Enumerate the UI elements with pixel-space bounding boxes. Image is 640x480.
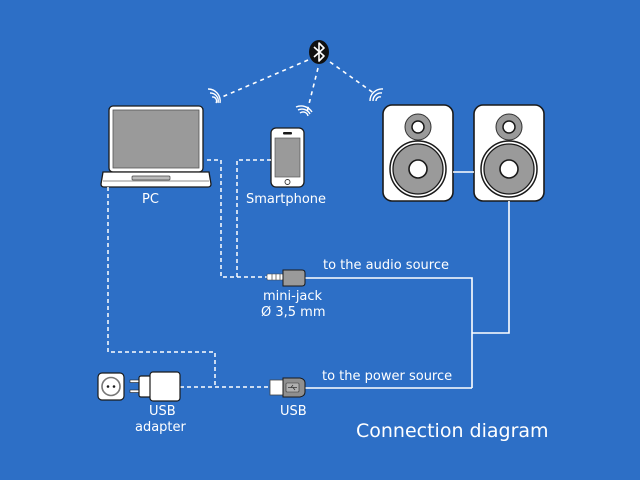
diagram-title: Connection diagram bbox=[356, 420, 549, 442]
bluetooth-link-smartphone bbox=[306, 67, 319, 113]
signal-icon-speakers bbox=[369, 88, 384, 102]
wall-socket-icon bbox=[97, 372, 125, 401]
speaker-icon-left bbox=[382, 104, 454, 202]
audio-cable bbox=[304, 277, 473, 388]
bluetooth-link-pc bbox=[221, 59, 309, 98]
mini-jack-size-label: Ø 3,5 mm bbox=[261, 305, 326, 320]
signal-icon-pc bbox=[207, 88, 221, 104]
pc-audio-dashed-cable bbox=[207, 159, 268, 278]
pc-power-dashed-cable bbox=[107, 187, 216, 387]
usb-adapter-label-line2: adapter bbox=[135, 420, 186, 435]
mini-jack-label: mini-jack bbox=[263, 289, 323, 304]
usb-adapter-icon bbox=[129, 371, 181, 402]
smartphone-audio-dashed-cable bbox=[236, 159, 271, 277]
mini-jack-plug-icon bbox=[266, 269, 306, 287]
usb-label: USB bbox=[280, 404, 307, 419]
bluetooth-icon bbox=[309, 40, 329, 64]
speaker-icon-right bbox=[473, 104, 545, 202]
bluetooth-link-speakers bbox=[329, 61, 376, 95]
smartphone-icon bbox=[270, 127, 305, 188]
solid-cables bbox=[304, 201, 510, 389]
usb-plug-icon bbox=[269, 377, 306, 398]
power-cable-label: to the power source bbox=[322, 369, 453, 384]
signal-icon-smartphone bbox=[295, 105, 313, 117]
pc-label: PC bbox=[142, 192, 159, 207]
audio-cable-label: to the audio source bbox=[323, 258, 449, 273]
smartphone-label: Smartphone bbox=[246, 192, 327, 207]
laptop-icon bbox=[100, 105, 212, 188]
speaker-main-cable bbox=[472, 201, 510, 334]
usb-adapter-label-line1: USB bbox=[149, 404, 176, 419]
bluetooth-links bbox=[221, 59, 376, 113]
wired-dashed-connections bbox=[107, 159, 271, 388]
